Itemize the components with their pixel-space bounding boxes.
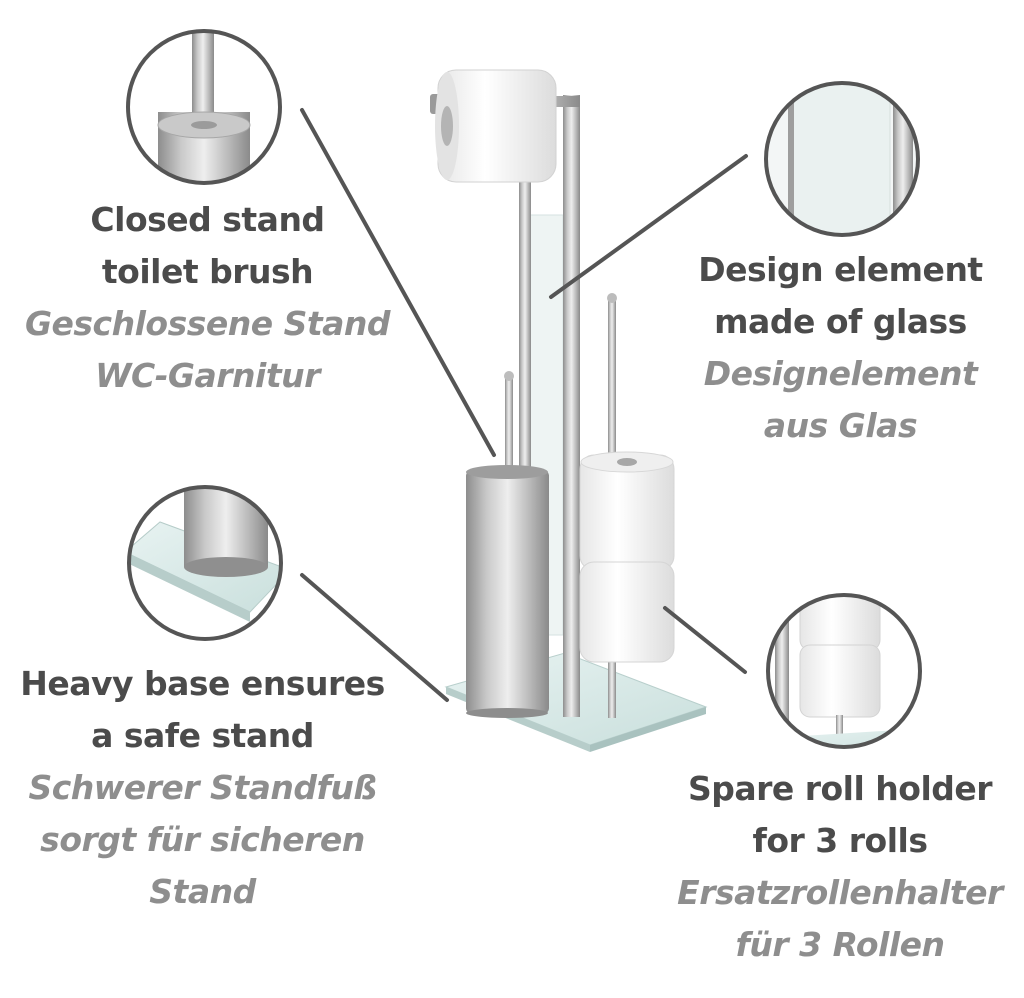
leader-line-base (300, 573, 449, 702)
caption-brush-en-line2: toilet brush (101, 252, 314, 291)
leader-line-brush (300, 108, 496, 457)
detail-circle-base (127, 485, 283, 641)
detail-circle-brush (126, 29, 282, 185)
caption-brush-en-line1: Closed stand (90, 200, 325, 239)
brush-holder (466, 371, 549, 718)
caption-base-de-line2: sorgt für sicheren (40, 820, 365, 859)
caption-base: Heavy base ensures a safe stand Schwerer… (5, 658, 400, 918)
spare-rolls (579, 451, 675, 663)
caption-brush: Closed stand toilet brush Geschlossene S… (15, 194, 400, 402)
toilet-stand-product (430, 69, 708, 752)
leader-line-spare (663, 606, 747, 674)
caption-glass-de-line2: aus Glas (763, 406, 918, 445)
leader-line-glass (549, 154, 748, 299)
caption-spare-de-line1: Ersatzrollenhalter (677, 873, 1003, 912)
top-toilet-roll (435, 69, 557, 183)
caption-spare-de-line2: für 3 Rollen (735, 925, 946, 964)
caption-base-en-line1: Heavy base ensures (20, 664, 385, 703)
caption-spare-rolls: Spare roll holder for 3 rolls Ersatzroll… (660, 763, 1020, 971)
caption-glass-en-line1: Design element (698, 250, 983, 289)
caption-spare-en-line1: Spare roll holder (687, 769, 993, 808)
upright-post-front (563, 95, 580, 717)
detail-circle-spare-rolls (766, 593, 922, 749)
caption-base-en-line2: a safe stand (91, 716, 314, 755)
caption-spare-en-line2: for 3 rolls (752, 821, 928, 860)
caption-glass: Design element made of glass Designeleme… (668, 244, 1013, 452)
caption-glass-de-line1: Designelement (703, 354, 978, 393)
caption-glass-en-line2: made of glass (714, 302, 967, 341)
caption-brush-de-line2: WC-Garnitur (95, 356, 320, 395)
leader-lines (300, 108, 748, 702)
caption-base-de-line1: Schwerer Standfuß (28, 768, 377, 807)
caption-brush-de-line1: Geschlossene Stand (24, 304, 391, 343)
caption-base-de-line3: Stand (149, 872, 256, 911)
detail-circle-glass (764, 81, 920, 237)
